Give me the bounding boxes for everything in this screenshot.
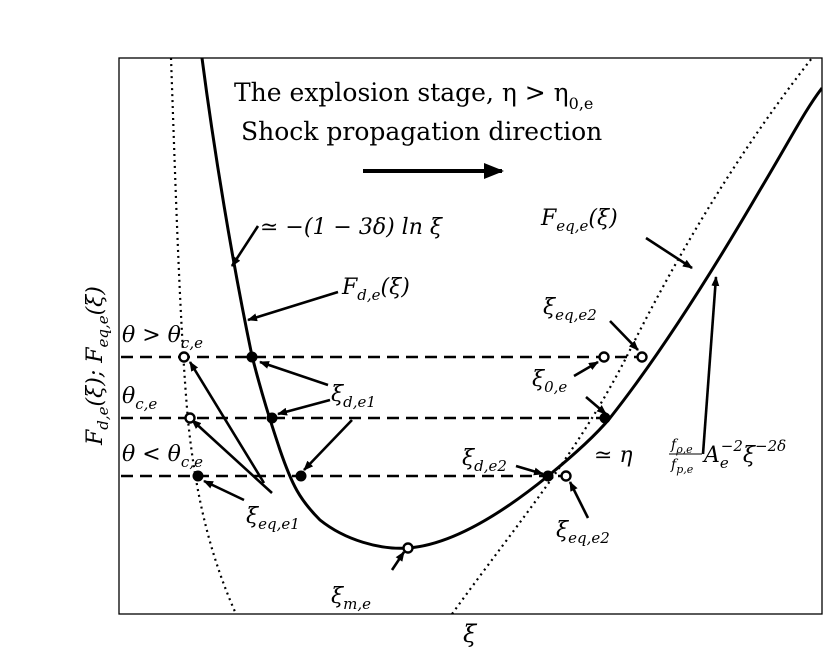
theta-lt-label: θ < θc,e <box>122 442 203 471</box>
xi-eq-e1-label: ξeq,e1 <box>246 504 300 533</box>
pt-xi-eq-e1-top <box>178 351 190 363</box>
xi-0e-arrow-b <box>585 396 607 415</box>
pt-xi-0e-top <box>598 351 610 363</box>
pt-xi-d-e1-mid <box>266 412 278 424</box>
pt-xi-d-e1-low <box>295 470 307 482</box>
power-law-label: ≃ η fρ,e fp,e Ae−2ξ−2δ <box>594 437 786 476</box>
svg-text:fρ,e: fρ,e <box>670 437 693 456</box>
xi-d-e1-arrow-c <box>303 419 353 471</box>
svg-text:≃ η: ≃ η <box>594 443 633 468</box>
pt-xi-eq-e2-low <box>560 470 572 482</box>
xi-eq-e2-bottom-arrow <box>568 481 590 519</box>
title-line-1: The explosion stage, η > η0,e <box>234 78 593 113</box>
fd-label-arrow <box>247 290 339 322</box>
log-curve-label: ≃ −(1 − 3δ) ln ξ <box>260 215 444 240</box>
feq-label: Feq,e(ξ) <box>540 206 618 235</box>
xi-d-e2-label: ξd,e2 <box>462 446 507 475</box>
xi-eq-e1-arrow-c <box>203 479 245 502</box>
log-curve-arrow <box>230 225 260 267</box>
xi-0e-label: ξ0,e <box>532 367 567 396</box>
xi-eq-e1-arrow-b <box>191 419 273 494</box>
xi-m-e-label: ξm,e <box>331 584 371 613</box>
pt-xi-m-e <box>402 542 414 554</box>
theta-c-label: θc,e <box>122 384 157 413</box>
title-line-2: Shock propagation direction <box>241 117 602 146</box>
pt-xi-eq-e2-top <box>636 351 648 363</box>
pt-xi-eq-e1-mid <box>184 412 196 424</box>
pt-xi-0e-mid <box>599 412 611 424</box>
xi-d-e2-arrow <box>515 464 544 476</box>
pt-xi-d-e1-top <box>246 351 258 363</box>
xi-eq-e2-top-arrow <box>609 320 639 351</box>
power-law-arrow <box>701 276 720 455</box>
xi-0e-arrow-a <box>573 360 599 378</box>
svg-text:fp,e: fp,e <box>670 457 694 476</box>
xi-d-e1-label: ξd,e1 <box>331 382 376 411</box>
xi-d-e1-arrow-b <box>277 398 331 416</box>
plot-frame <box>118 57 823 615</box>
pt-xi-eq-e1-low <box>192 470 204 482</box>
fd-label: Fd,e(ξ) <box>341 275 410 304</box>
xi-d-e1-arrow-a <box>259 360 329 387</box>
x-axis-label: ξ <box>463 620 478 648</box>
xi-eq-e2-top-label: ξeq,e2 <box>543 295 597 324</box>
y-axis-label: Fd,e(ξ); Feq,e(ξ) <box>83 286 112 446</box>
xi-m-e-arrow <box>390 551 406 571</box>
theta-gt-label: θ > θc,e <box>122 323 203 352</box>
svg-text:Ae−2ξ−2δ: Ae−2ξ−2δ <box>702 437 786 472</box>
pt-xi-d-e2-low <box>542 470 554 482</box>
feq-label-arrow <box>645 236 693 270</box>
xi-eq-e1-arrow-a <box>188 361 266 484</box>
xi-eq-e2-bottom-label: ξeq,e2 <box>556 518 610 547</box>
